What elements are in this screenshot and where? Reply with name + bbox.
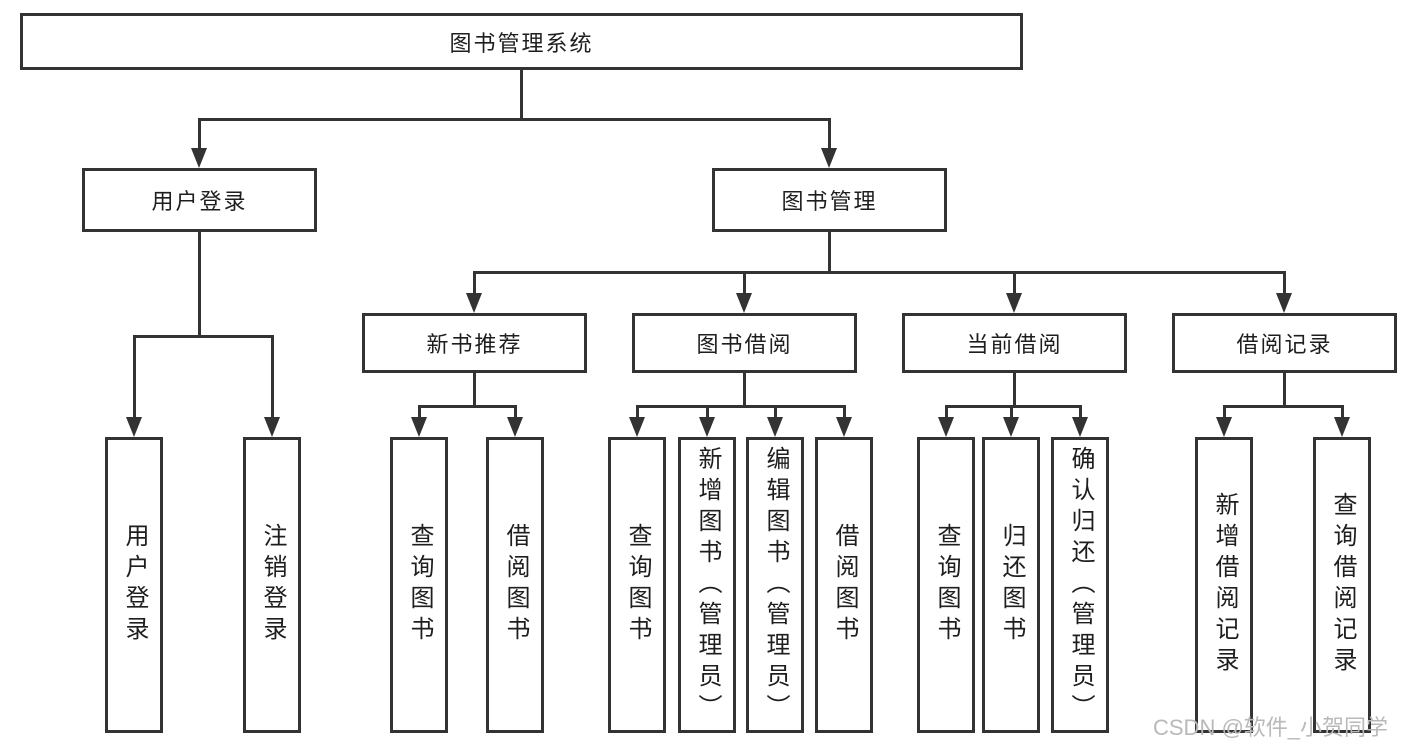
leaf-newbooks-query-books-label: 查询图书 [406,523,433,647]
leaf-current-confirm-return-admin-label: 确认归还（管理员） [1067,445,1094,725]
connector-current-trunk [1013,373,1016,408]
arrowhead-current-borrow [1006,293,1022,313]
connector-level3-hline [473,271,1286,274]
leaf-borrow-add-books-admin-label: 新增图书（管理员） [694,445,721,725]
connector-stem-user-login [198,118,201,150]
node-root: 图书管理系统 [20,13,1023,70]
node-current-borrow: 当前借阅 [902,313,1127,373]
connector-root-trunk [520,68,523,121]
arrowhead-user-login [191,148,207,168]
connector-stem-current-borrow [1013,271,1016,295]
node-user-login: 用户登录 [82,168,317,232]
arrowhead-newbooks-borrow [507,417,523,437]
arrowhead-records-add [1216,417,1232,437]
connector-records-hline [1223,405,1344,408]
leaf-user-login: 用户登录 [105,437,163,733]
connector-stem-book-management [828,118,831,150]
node-book-borrow: 图书借阅 [632,313,857,373]
arrowhead-new-book-recommend [466,293,482,313]
connector-current-hline [945,405,1082,408]
connector-stem-book-borrow [743,271,746,295]
leaf-current-return-books: 归还图书 [982,437,1040,733]
arrowhead-bookborrow-edit [767,417,783,437]
connector-bookborrow-hline [636,405,846,408]
connector-newbooks-trunk [473,373,476,408]
node-book-borrow-label: 图书借阅 [696,332,793,357]
node-user-login-label: 用户登录 [151,189,248,214]
connector-user-login-hline [133,335,274,338]
leaf-borrow-query-books: 查询图书 [608,437,666,733]
leaf-newbooks-borrow-books-label: 借阅图书 [502,523,529,647]
arrowhead-bookborrow-query [629,417,645,437]
leaf-records-query-record: 查询借阅记录 [1313,437,1371,733]
arrowhead-bookborrow-borrow [836,417,852,437]
leaf-borrow-borrow-books-label: 借阅图书 [831,523,858,647]
leaf-logout-login: 注销登录 [243,437,301,733]
node-book-management-label: 图书管理 [781,189,878,214]
leaf-records-add-record-label: 新增借阅记录 [1211,492,1238,678]
arrowhead-book-management [821,148,837,168]
arrowhead-bookborrow-add [699,417,715,437]
connector-bookborrow-trunk [743,373,746,408]
connector-records-trunk [1283,373,1286,408]
connector-stem-newbooks-borrow [514,405,517,421]
connector-newbooks-hline [418,405,517,408]
arrowhead-borrow-records [1276,293,1292,313]
connector-user-login-trunk [198,232,201,338]
connector-stem-new-book-recommend [473,271,476,295]
leaf-current-return-books-label: 归还图书 [998,523,1025,647]
arrowhead-leaf-logout [264,417,280,437]
node-book-management: 图书管理 [712,168,947,232]
connector-stem-leaf-user-login [133,335,136,419]
connector-stem-bookborrow-borrow [843,405,846,421]
leaf-newbooks-query-books: 查询图书 [390,437,448,733]
node-borrow-records-label: 借阅记录 [1236,332,1333,357]
leaf-user-login-label: 用户登录 [121,523,148,647]
leaf-records-query-record-label: 查询借阅记录 [1329,492,1356,678]
arrowhead-records-query [1334,417,1350,437]
leaf-borrow-edit-books-admin: 编辑图书（管理员） [746,437,804,733]
arrowhead-current-return [1003,417,1019,437]
leaf-borrow-edit-books-admin-label: 编辑图书（管理员） [762,445,789,725]
arrowhead-leaf-user-login [126,417,142,437]
csdn-watermark: CSDN @软件_小贺同学 [1153,715,1389,740]
connector-stem-records-query [1341,405,1344,421]
arrowhead-newbooks-query [411,417,427,437]
arrowhead-current-confirm [1072,417,1088,437]
leaf-borrow-borrow-books: 借阅图书 [815,437,873,733]
connector-stem-bookborrow-edit [774,405,777,421]
leaf-logout-login-label: 注销登录 [259,523,286,647]
leaf-records-add-record: 新增借阅记录 [1195,437,1253,733]
leaf-current-confirm-return-admin: 确认归还（管理员） [1051,437,1109,733]
connector-stem-current-return [1010,405,1013,421]
leaf-current-query-books-label: 查询图书 [933,523,960,647]
connector-stem-bookborrow-query [636,405,639,421]
node-new-book-recommend: 新书推荐 [362,313,587,373]
connector-stem-newbooks-query [418,405,421,421]
leaf-current-query-books: 查询图书 [917,437,975,733]
leaf-newbooks-borrow-books: 借阅图书 [486,437,544,733]
connector-stem-bookborrow-add [706,405,709,421]
leaf-borrow-query-books-label: 查询图书 [624,523,651,647]
connector-level2-hline [198,118,831,121]
node-new-book-recommend-label: 新书推荐 [426,332,523,357]
node-current-borrow-label: 当前借阅 [966,332,1063,357]
connector-stem-records-add [1223,405,1226,421]
connector-stem-current-query [945,405,948,421]
connector-stem-current-confirm [1079,405,1082,421]
leaf-borrow-add-books-admin: 新增图书（管理员） [678,437,736,733]
arrowhead-current-query [938,417,954,437]
connector-stem-borrow-records [1283,271,1286,295]
node-borrow-records: 借阅记录 [1172,313,1397,373]
connector-book-management-trunk [828,232,831,274]
arrowhead-book-borrow [736,293,752,313]
connector-stem-leaf-logout [271,335,274,419]
node-root-label: 图书管理系统 [449,30,594,56]
